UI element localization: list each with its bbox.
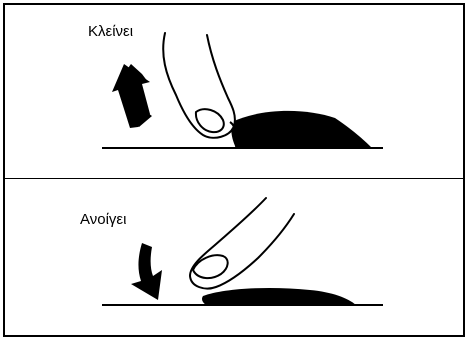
open-flap	[202, 288, 356, 305]
close-flap	[231, 111, 372, 148]
curved-arrow-down-icon	[131, 243, 162, 300]
curved-arrow-up-icon	[112, 64, 152, 128]
open-panel	[102, 198, 383, 305]
close-panel	[102, 33, 383, 148]
